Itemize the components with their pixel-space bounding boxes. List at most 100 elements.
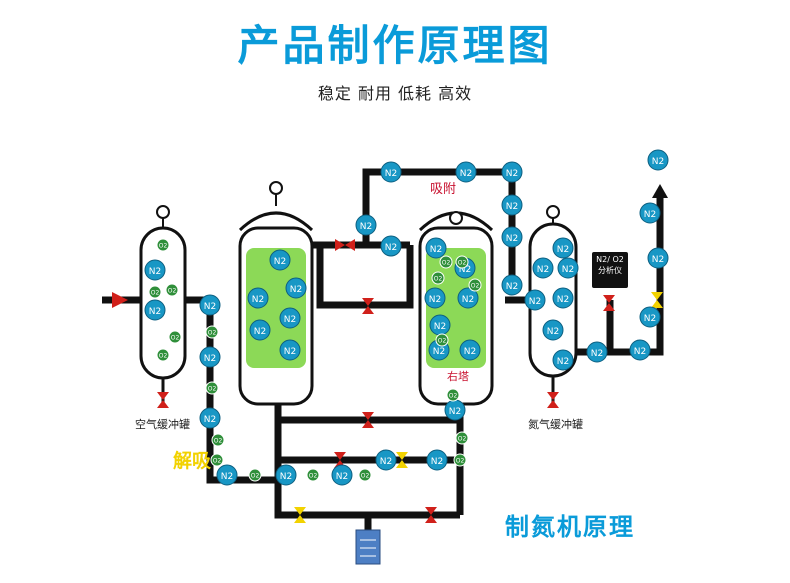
n2-molecule-label: N2 — [459, 265, 471, 275]
crossover-box — [316, 245, 414, 309]
n2-molecule-icon — [269, 249, 291, 271]
inlet-arrow-icon — [112, 292, 128, 308]
o2-molecule-icon — [358, 468, 372, 482]
n2-molecule-icon — [524, 289, 546, 311]
page-title: 产品制作原理图 — [237, 21, 553, 70]
valve-icon — [335, 239, 355, 251]
valve-icon — [547, 392, 559, 408]
n2-molecule-icon — [557, 257, 579, 279]
n2-molecule-icon — [586, 341, 608, 363]
n2-molecule-label: N2 — [336, 472, 348, 482]
n2-molecule-icon — [199, 294, 221, 316]
n2-molecule-icon — [380, 235, 402, 257]
n2-molecule-icon — [380, 161, 402, 183]
n2-molecule-icon — [552, 349, 574, 371]
o2-molecule-label: O2 — [438, 338, 447, 345]
outlet-arrow-icon — [652, 184, 668, 198]
o2-molecule-label: O2 — [171, 335, 180, 342]
n2-molecule-icon — [639, 202, 661, 224]
valve-icon — [603, 295, 615, 311]
o2-molecule-icon — [165, 283, 179, 297]
o2-molecule-label: O2 — [214, 438, 223, 445]
n2-molecule-icon — [425, 237, 447, 259]
o2-molecule-icon — [205, 325, 219, 339]
n2-molecule-label: N2 — [434, 322, 446, 332]
n2-molecule-icon — [331, 464, 353, 486]
n2-molecule-icon — [144, 259, 166, 281]
left-tower-bottom-pipe — [274, 395, 460, 519]
o2-molecule-icon — [455, 431, 469, 445]
n2-molecule-label: N2 — [149, 267, 161, 277]
o2-molecule-icon — [439, 255, 453, 269]
n2-molecule-icon — [457, 287, 479, 309]
o2-molecule-label: O2 — [208, 386, 217, 393]
n2-molecule-label: N2 — [280, 472, 292, 482]
n2-molecule-icon — [426, 449, 448, 471]
n2-molecule-label: N2 — [462, 295, 474, 305]
o2-molecule-icon — [148, 285, 162, 299]
air-tank-label: 空气缓冲罐 — [135, 418, 190, 431]
o2-molecule-icon — [211, 433, 225, 447]
n2-molecule-label: N2 — [204, 415, 216, 425]
n2-molecule-label: N2 — [562, 265, 574, 275]
n2-molecule-label: N2 — [429, 295, 441, 305]
n2-molecule-label: N2 — [221, 472, 233, 482]
n2-molecule-label: N2 — [149, 307, 161, 317]
o2-molecule-icon — [468, 278, 482, 292]
o2-molecule-label: O2 — [456, 458, 465, 465]
n2-molecule-label: N2 — [385, 243, 397, 253]
o2-molecule-label: O2 — [159, 353, 168, 360]
o2-molecule-label: O2 — [434, 276, 443, 283]
n2-molecule-icon — [249, 319, 271, 341]
n2-molecule-icon — [552, 237, 574, 259]
valve-icon — [425, 507, 437, 523]
n2-molecule-label: N2 — [557, 357, 569, 367]
o2-molecule-label: O2 — [159, 243, 168, 250]
n2-molecule-label: N2 — [433, 347, 445, 357]
n2-molecule-icon — [279, 339, 301, 361]
o2-molecule-icon — [446, 388, 460, 402]
n2-molecule-icon — [279, 307, 301, 329]
o2-molecule-label: O2 — [213, 458, 222, 465]
n2-molecule-label: N2 — [430, 245, 442, 255]
n2-molecule-label: N2 — [464, 347, 476, 357]
n2-molecule-label: N2 — [634, 347, 646, 357]
page-subtitle: 稳定 耐用 低耗 高效 — [317, 84, 473, 103]
o2-molecule-label: O2 — [309, 473, 318, 480]
n2-molecule-icon — [459, 339, 481, 361]
desorb-label: 解吸 — [173, 450, 212, 472]
n2-molecule-icon — [424, 287, 446, 309]
n2-molecule-icon — [199, 346, 221, 368]
footer-label: 制氮机原理 — [505, 513, 635, 541]
n2-molecule-label: N2 — [644, 314, 656, 324]
n2-molecule-icon — [216, 464, 238, 486]
o2-molecule-label: O2 — [361, 473, 370, 480]
n2-molecule-icon — [355, 214, 377, 236]
right-tower-label: 右塔 — [447, 370, 469, 383]
n2-molecule-label: N2 — [652, 255, 664, 265]
n2-molecule-icon — [647, 149, 669, 171]
n2-molecule-icon — [647, 247, 669, 269]
o2-molecule-icon — [168, 330, 182, 344]
n2-molecule-icon — [542, 319, 564, 341]
n2-molecule-label: N2 — [652, 157, 664, 167]
analyzer-box: N2/ O2 分析仪 — [592, 252, 628, 288]
o2-molecule-icon — [156, 238, 170, 252]
n2-molecule-label: N2 — [274, 257, 286, 267]
n2-molecule-label: N2 — [460, 169, 472, 179]
n2-molecule-label: N2 — [385, 169, 397, 179]
n2-molecule-icon — [285, 277, 307, 299]
o2-molecule-icon — [306, 468, 320, 482]
n2-molecule-label: N2 — [537, 265, 549, 275]
n2-molecule-label: N2 — [284, 315, 296, 325]
o2-molecule-label: O2 — [458, 260, 467, 267]
o2-molecule-label: O2 — [442, 260, 451, 267]
n2-molecule-label: N2 — [431, 457, 443, 467]
n2-molecule-icon — [275, 464, 297, 486]
n2-molecule-icon — [639, 306, 661, 328]
n2-molecule-icon — [532, 257, 554, 279]
n2-molecule-label: N2 — [506, 169, 518, 179]
n2-molecule-icon — [144, 299, 166, 321]
